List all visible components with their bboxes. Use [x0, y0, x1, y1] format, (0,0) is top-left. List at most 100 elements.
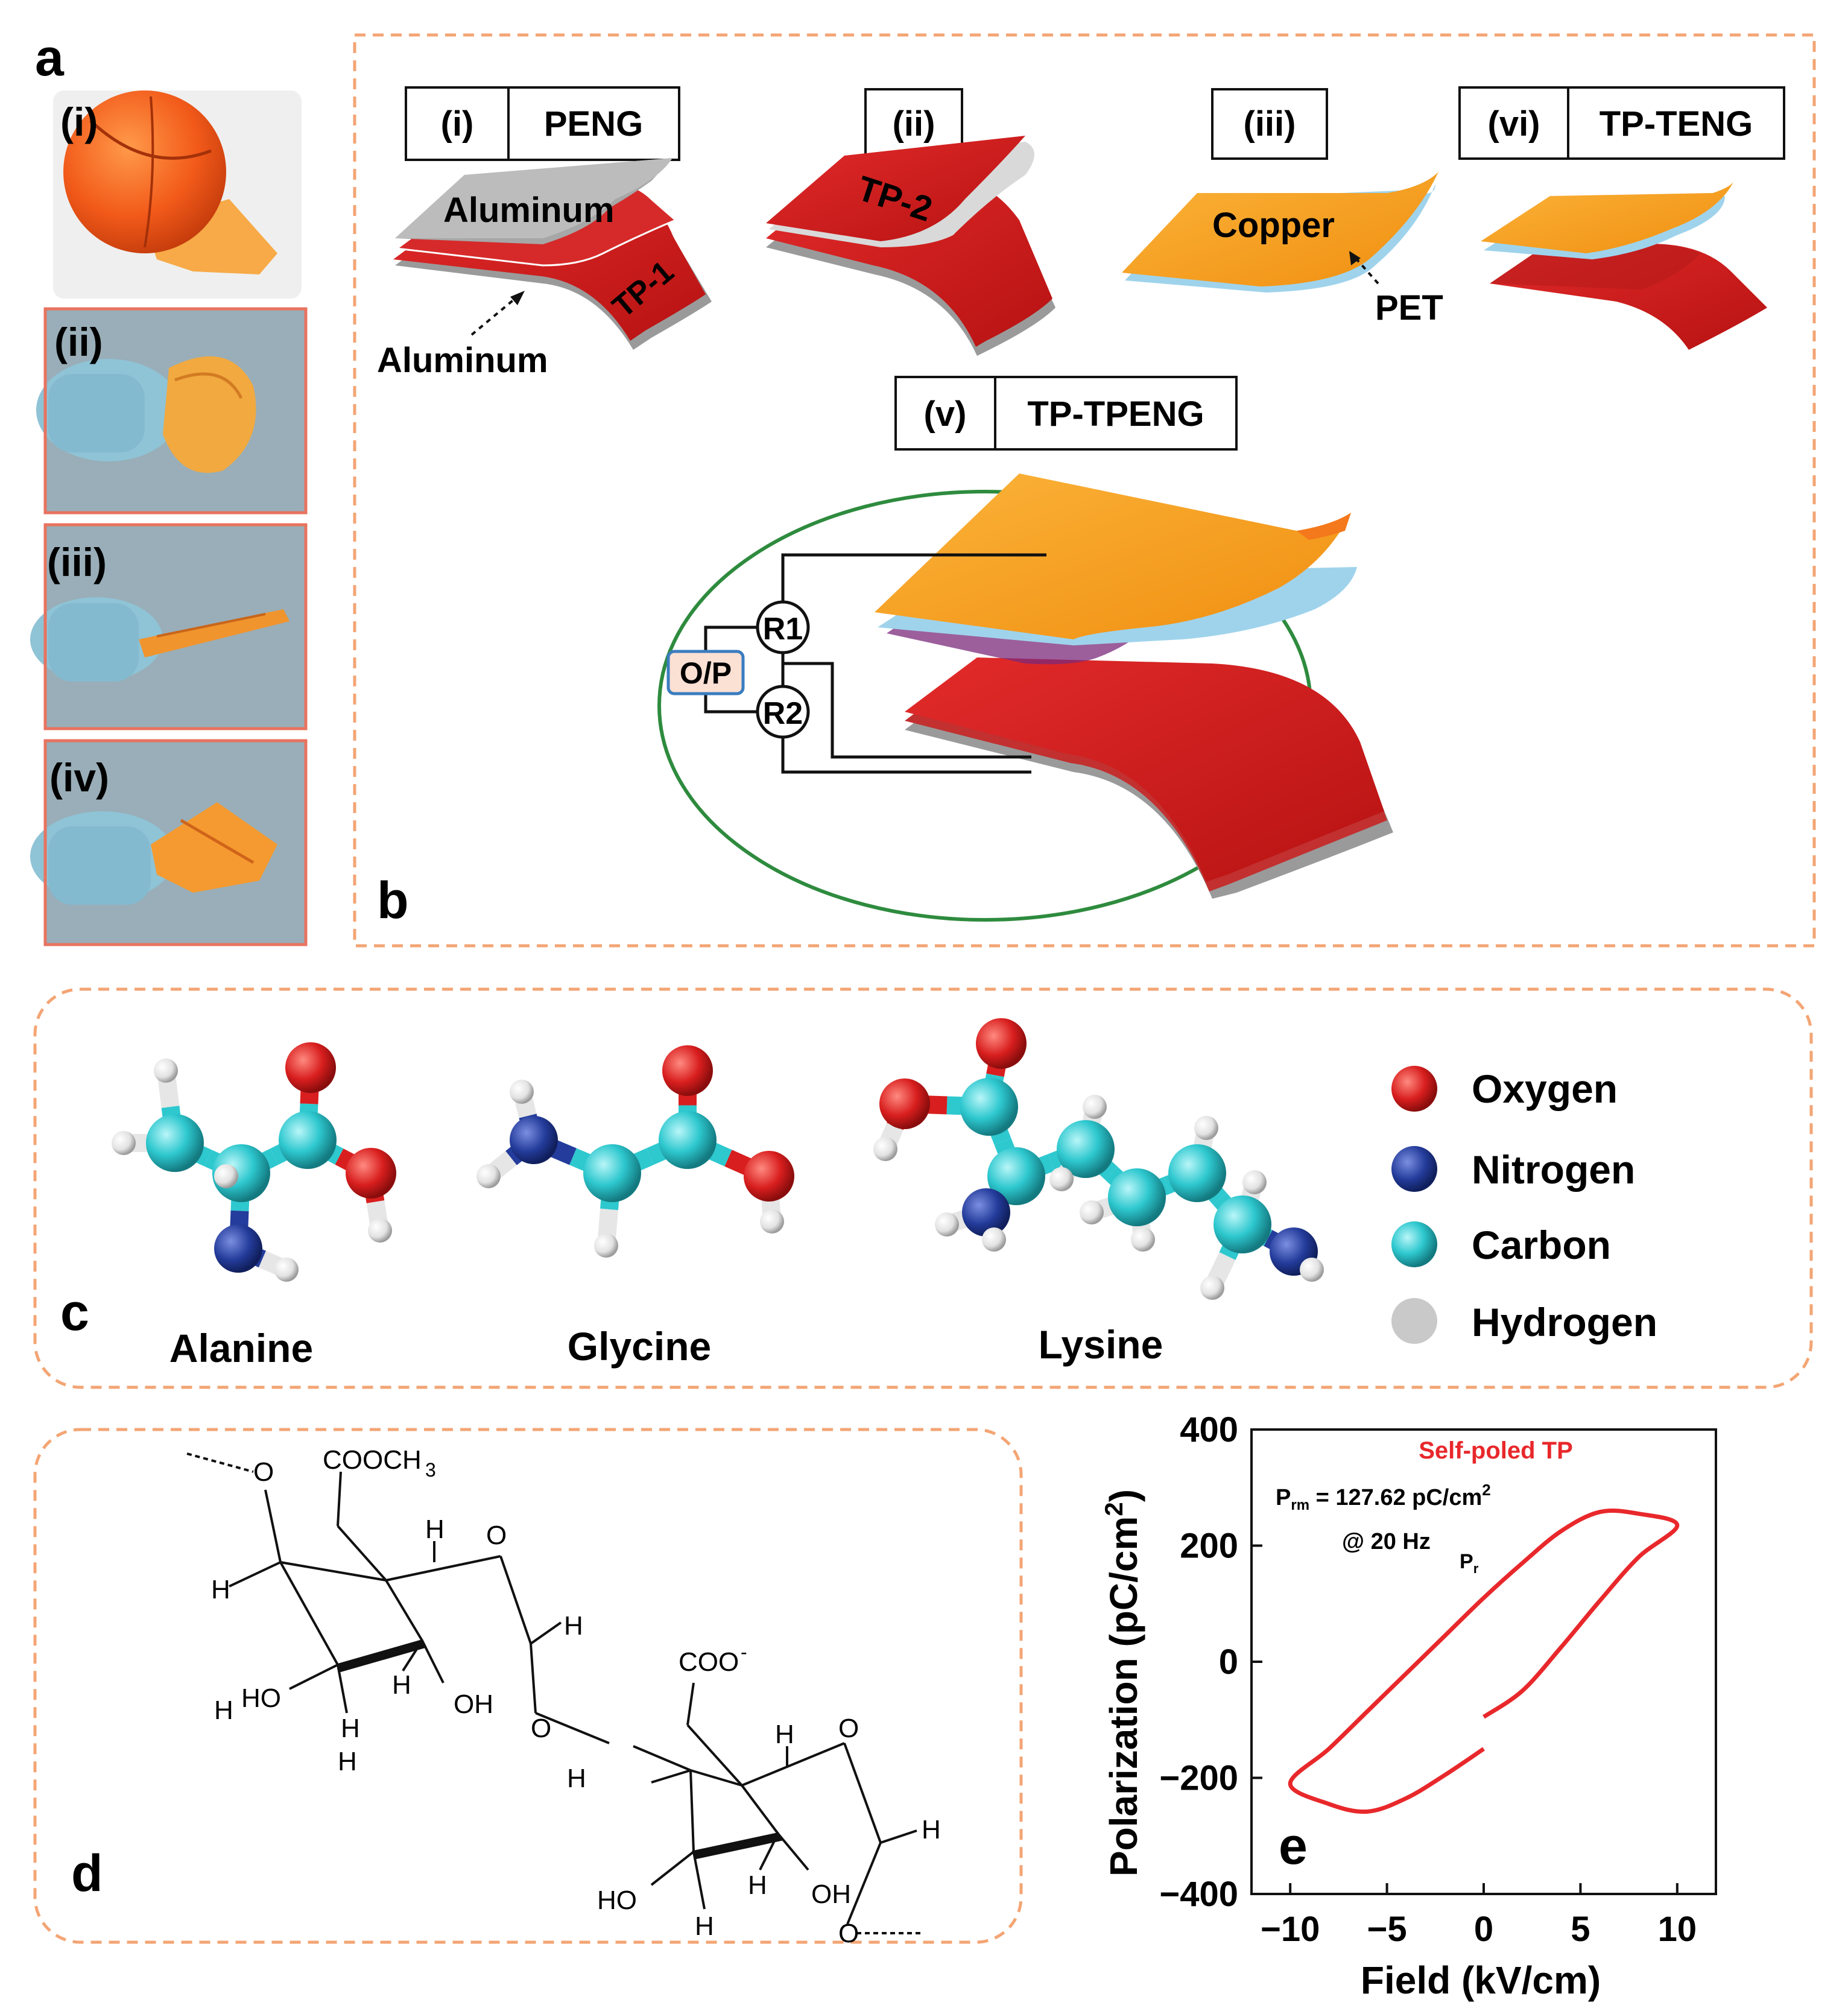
lysine-atom-carbon — [987, 1147, 1045, 1205]
lysine-atom-hydrogen — [1300, 1258, 1324, 1282]
lysine-atom-carbon — [1168, 1144, 1226, 1202]
label-aluminum-top: Aluminum — [443, 191, 615, 230]
device-number-ii: (ii) — [893, 104, 935, 144]
device-tp2-stack: TP-2 — [766, 136, 1055, 356]
lysine-atom-hydrogen — [935, 1212, 959, 1237]
photo-label-i: (i) — [60, 100, 98, 144]
x-tick-label: −5 — [1367, 1910, 1407, 1949]
alanine-atom-hydrogen — [274, 1258, 299, 1282]
device-peng-stack: Aluminum TP-1 Aluminum — [377, 158, 712, 380]
glycine-atom-oxygen — [662, 1045, 713, 1096]
molecule-name-alanine: Alanine — [169, 1326, 313, 1370]
molecule-name-glycine: Glycine — [568, 1324, 711, 1369]
glycine-atom-hydrogen — [510, 1080, 534, 1104]
label-h-8: H — [922, 1815, 941, 1845]
label-h-5: H — [341, 1714, 360, 1743]
annotation-pr: Pr — [1460, 1550, 1479, 1576]
x-tick-label: 5 — [1571, 1910, 1590, 1949]
photo-glove-peel-1: (ii) — [36, 307, 308, 515]
label-copper: Copper — [1212, 206, 1335, 245]
lysine-atom-oxygen — [976, 1018, 1027, 1069]
lysine-atom-carbon — [1108, 1168, 1166, 1226]
alanine-atom-oxygen — [285, 1042, 336, 1093]
x-tick-label: 10 — [1658, 1910, 1697, 1949]
series-line-self-poled-tp — [1288, 1508, 1680, 1814]
lysine-atom-hydrogen — [1131, 1227, 1155, 1252]
device-number-vi: (vi) — [1488, 104, 1540, 144]
resistor-r1-label: R1 — [763, 612, 803, 647]
panel-b-frame — [353, 33, 1816, 948]
annotation-prm: Prm = 127.62 pC/cm2 — [1276, 1481, 1491, 1513]
output-label: O/P — [680, 656, 732, 690]
photo-label-ii: (ii) — [54, 320, 103, 364]
label-h-9: H — [748, 1870, 767, 1900]
panel-d: d — [33, 1428, 1023, 1948]
label-box-vi-tp-teng: (vi) TP-TENG — [1458, 86, 1785, 160]
alanine-atom-hydrogen — [112, 1131, 136, 1155]
resistor-r2-label: R2 — [763, 696, 803, 731]
alanine-atom-hydrogen — [154, 1059, 178, 1083]
photo-glove-peel-3: (iv) — [30, 739, 308, 946]
label-coo-charge: - — [741, 1641, 747, 1663]
lysine-atom-hydrogen — [1083, 1095, 1107, 1119]
pectin-structure — [186, 1452, 923, 1934]
y-tick-label: 400 — [1180, 1410, 1238, 1449]
legend-label-carbon: Carbon — [1472, 1223, 1611, 1267]
panel-letter-a: a — [35, 29, 65, 87]
label-h-7: H — [775, 1720, 794, 1749]
panel-letter-d: d — [71, 1845, 103, 1902]
label-ring-o-1: O — [486, 1521, 507, 1550]
lysine-atom-hydrogen — [1200, 1276, 1224, 1300]
alanine-atom-carbon — [146, 1114, 204, 1172]
legend-swatch-oxygen — [1391, 1066, 1437, 1112]
panel-a: a (i) (ii) (i — [30, 29, 308, 946]
chart-title: Self-poled TP — [1419, 1437, 1573, 1464]
label-aluminum-bottom: Aluminum — [377, 341, 548, 380]
label-o-1: O — [253, 1457, 274, 1487]
label-cooch3: COOCH — [323, 1445, 422, 1475]
lysine-atom-nitrogen — [962, 1188, 1010, 1237]
molecule-name-lysine: Lysine — [1039, 1322, 1163, 1367]
alanine-atom-hydrogen — [214, 1164, 238, 1188]
lysine-atom-hydrogen — [1194, 1116, 1218, 1140]
label-h-1: H — [211, 1575, 230, 1604]
device-number-iii: (iii) — [1244, 104, 1296, 144]
atom-legend: Oxygen Nitrogen Carbon Hydrogen — [1391, 1066, 1657, 1344]
circuit — [704, 553, 1046, 774]
lysine-atom-hydrogen — [873, 1137, 897, 1161]
y-tick-label: 200 — [1180, 1527, 1238, 1566]
label-oh-2: OH — [811, 1879, 851, 1909]
alanine-atom-carbon — [279, 1111, 337, 1169]
label-pet: PET — [1375, 288, 1443, 328]
label-ho-2: HO — [597, 1886, 637, 1915]
resistor-r2 — [756, 685, 810, 739]
device-copper-pet: Copper PET — [1122, 172, 1443, 328]
alanine-atom-hydrogen — [368, 1218, 392, 1243]
molecule-glycine — [476, 1045, 794, 1258]
glycine-atom-hydrogen — [594, 1233, 618, 1258]
panel-d-frame — [33, 1428, 1023, 1944]
glycine-atom-carbon — [583, 1144, 641, 1202]
label-ho-1: HO — [241, 1683, 281, 1713]
legend-label-oxygen: Oxygen — [1472, 1066, 1618, 1111]
photo-label-iv: (iv) — [49, 755, 109, 800]
label-box-v-tp-tpeng: (v) TP-TPENG — [894, 376, 1238, 451]
panel-letter-c: c — [60, 1284, 89, 1341]
device-name-tp-teng: TP-TENG — [1600, 104, 1753, 144]
device-tp-teng — [1481, 181, 1767, 350]
arrow-aluminum — [470, 294, 520, 336]
device-number-i: (i) — [441, 104, 474, 144]
legend-swatch-carbon — [1391, 1221, 1437, 1267]
annotation-frequency: @ 20 Hz — [1342, 1529, 1431, 1554]
panel-letter-b: b — [377, 872, 409, 929]
lysine-atom-hydrogen — [1080, 1200, 1104, 1224]
panel-c: c Alanine Glycine Lysine Oxygen Nitrogen… — [33, 987, 1813, 1389]
lysine-atom-carbon — [960, 1078, 1018, 1136]
label-h-10: H — [695, 1911, 714, 1941]
label-h-2: H — [425, 1515, 445, 1544]
label-oh-1: OH — [454, 1689, 493, 1719]
alanine-atom-oxygen — [346, 1148, 396, 1199]
glycine-atom-carbon — [659, 1111, 717, 1169]
